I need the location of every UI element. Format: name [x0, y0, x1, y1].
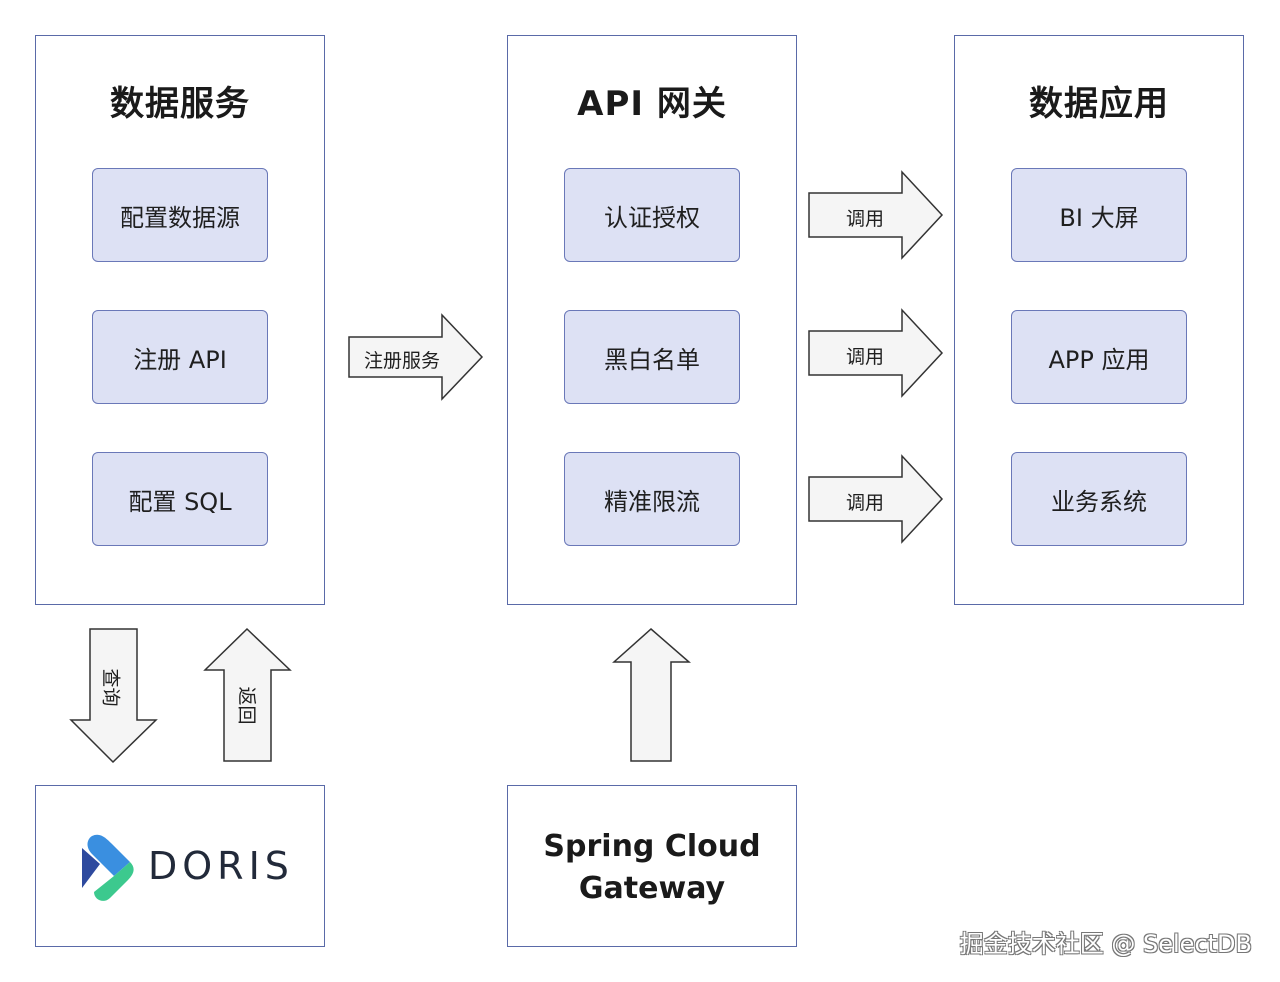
node-bi-screen[interactable]: BI 大屏	[1011, 168, 1187, 262]
node-business-system[interactable]: 业务系统	[1011, 452, 1187, 546]
node-config-datasource[interactable]: 配置数据源	[92, 168, 268, 262]
register-service-arrow-icon	[348, 313, 484, 401]
call-label-1: 调用	[846, 208, 885, 230]
data-app-panel: 数据应用 BI 大屏 APP 应用 业务系统	[954, 35, 1244, 605]
gateway-title-line2: Gateway	[578, 871, 726, 906]
gateway-title-line1: Spring Cloud	[543, 829, 761, 864]
node-rate-limit[interactable]: 精准限流	[564, 452, 740, 546]
return-arrow-icon	[203, 627, 292, 762]
node-black-white-list[interactable]: 黑白名单	[564, 310, 740, 404]
doris-logo-text: DORIS	[148, 844, 294, 888]
call-label-2: 调用	[846, 346, 885, 368]
doris-panel: DORIS	[35, 785, 325, 947]
call-arrow-2-icon	[808, 308, 944, 398]
data-service-title: 数据服务	[110, 84, 250, 124]
api-gateway-panel: API 网关 认证授权 黑白名单 精准限流	[507, 35, 797, 605]
watermark: 掘金技术社区 @ SelectDB	[959, 930, 1252, 958]
node-auth[interactable]: 认证授权	[564, 168, 740, 262]
register-service-label: 注册服务	[364, 350, 441, 372]
call-arrow-3-icon	[808, 454, 944, 544]
gateway-up-arrow-icon	[612, 628, 692, 762]
data-service-panel: 数据服务 配置数据源 注册 API 配置 SQL	[35, 35, 325, 605]
node-config-sql[interactable]: 配置 SQL	[92, 452, 268, 546]
node-register-api[interactable]: 注册 API	[92, 310, 268, 404]
gateway-title: Spring Cloud Gateway	[508, 826, 796, 910]
return-label: 返回	[235, 686, 258, 725]
data-app-title: 数据应用	[1029, 84, 1169, 124]
call-label-3: 调用	[846, 492, 885, 514]
call-arrow-1-icon	[808, 170, 944, 260]
node-app[interactable]: APP 应用	[1011, 310, 1187, 404]
query-arrow-icon	[69, 628, 158, 764]
spring-cloud-gateway-panel: Spring Cloud Gateway	[507, 785, 797, 947]
doris-logo-icon	[82, 834, 134, 901]
api-gateway-title: API 网关	[577, 84, 727, 124]
query-label: 查询	[99, 668, 122, 707]
